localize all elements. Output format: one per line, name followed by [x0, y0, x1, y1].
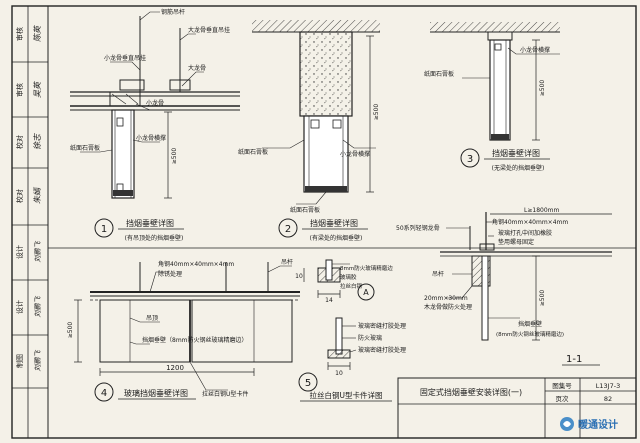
d5-number-circle — [298, 372, 318, 392]
sidebar-sign-2: 吴英 — [33, 81, 42, 98]
d3-number-circle — [460, 148, 480, 168]
d4-number-circle — [94, 382, 114, 402]
d5-title: 拉丝白钢U型卡件详图 — [310, 390, 383, 400]
atlas-label: 图集号 — [552, 381, 572, 390]
d2-number: 2 — [285, 224, 291, 235]
d2-gypsum-board-a: 纸面石膏板 — [238, 148, 268, 156]
d5-dim-10b: 10 — [335, 370, 343, 377]
page-label: 页次 — [556, 394, 570, 403]
detail-2: ≥500 纸面石膏板 小龙骨横撑 纸面石膏板 2 挡烟垂壁详图 (有梁处的挡烟垂… — [238, 20, 380, 242]
sidebar-sign-7: 刘鹏飞 — [34, 350, 42, 372]
d1-small-keel-hanger: 小龙骨垂直吊挂 — [104, 54, 146, 62]
detail-4: 1200 ≥500 角钢40mm×40mm×4mm 除锈处理 吊杆 吊顶 挡烟垂… — [67, 258, 300, 402]
d4-ceiling: 吊顶 — [146, 315, 158, 322]
d5-dim-14: 14 — [325, 297, 333, 304]
d2-subtitle: (有梁处的挡烟垂壁) — [310, 234, 363, 242]
d1-title: 挡烟垂壁详图 — [126, 218, 174, 228]
d2-dim: ≥500 — [373, 104, 380, 121]
signature-sidebar: 审核 陈英 审核 吴英 校对 徐志 校对 朱嫣 设计 刘鹏飞 设计 刘鹏飞 制图… — [11, 5, 49, 439]
sidebar-sign-6: 刘鹏飞 — [34, 296, 42, 318]
d1-small-keel: 小龙骨 — [146, 99, 164, 107]
d1-subtitle: (有吊顶处的挡烟垂壁) — [125, 234, 184, 242]
d11-wall-glass-note: (8mm防火钢丝玻璃精磨边) — [496, 330, 564, 338]
d1-large-keel-hanger: 大龙骨垂直吊挂 — [188, 26, 230, 34]
d4-dim-span: 1200 — [166, 364, 184, 372]
sidebar-label-5: 设计 — [15, 245, 24, 259]
d3-small-keel-brace: 小龙骨横撑 — [520, 46, 550, 54]
d5-fire-glass: 防火玻璃 — [358, 334, 382, 342]
d2-number-circle — [278, 218, 298, 238]
d3-title: 挡烟垂壁详图 — [492, 148, 540, 158]
d5-steel-u: 拉丝白钢 — [340, 282, 363, 290]
d5-number: 5 — [305, 378, 311, 389]
d11-bolt: 垫用螺母固定 — [498, 238, 534, 246]
sidebar-sign-1: 陈英 — [33, 25, 42, 42]
d4-dim-height: ≥500 — [67, 322, 74, 339]
d11-wood-keel: 20mm×30mm — [424, 295, 468, 302]
atlas-value: L13J7-3 — [596, 382, 620, 390]
sidebar-label-4: 校对 — [15, 189, 24, 203]
d1-number-circle — [94, 218, 114, 238]
sidebar-label-1: 审核 — [15, 27, 24, 41]
sidebar-label-6: 设计 — [15, 300, 24, 314]
d11-number: 1-1 — [566, 354, 582, 365]
d11-rod: 吊杆 — [432, 270, 444, 278]
d4-title: 玻璃挡烟垂壁详图 — [124, 388, 188, 398]
d5-glass-glue: 玻璃密缝打胶处理 — [358, 322, 406, 330]
d2-small-keel-brace: 小龙骨横撑 — [340, 150, 370, 158]
detail-3: ≥500 小龙骨横撑 纸面石膏板 3 挡烟垂壁详图 (无梁处的挡烟垂壁) — [424, 22, 560, 172]
d5-glass-8mm: 8mm防火玻璃精磨边 — [340, 264, 393, 272]
d4-hanger-rod: 吊杆 — [281, 258, 293, 266]
d5-section-mark: A — [363, 288, 369, 297]
d5-section-circle — [357, 283, 375, 301]
d3-gypsum-board: 纸面石膏板 — [424, 70, 454, 78]
d11-dim-height: ≥500 — [539, 290, 546, 307]
d11-angle-steel: 角钢40mm×40mm×4mm — [492, 218, 568, 226]
d11-series-keel: 50系列轻钢龙骨 — [396, 224, 440, 232]
d3-subtitle: (无梁处的挡烟垂壁) — [492, 164, 545, 172]
sidebar-label-3: 校对 — [15, 135, 24, 149]
d2-gypsum-board-b: 纸面石膏板 — [290, 206, 320, 214]
d3-dim: ≥500 — [539, 80, 546, 97]
d1-number: 1 — [101, 224, 107, 235]
d11-wood-treat: 木龙骨做防火处理 — [424, 303, 472, 311]
d4-rust: 除锈处理 — [158, 270, 182, 278]
detail-1: ≥500 钢筋吊杆 大龙骨垂直吊挂 小龙骨垂直吊挂 大龙骨 小龙骨 小龙骨横撑 … — [70, 8, 240, 242]
sidebar-label-7: 制图 — [15, 354, 24, 368]
d1-steel-rod: 钢筋吊杆 — [161, 8, 185, 16]
detail-1-1: L≥1800mm ≥500 50系列轻钢龙骨 角钢40mm×40mm×4mm 玻… — [396, 207, 612, 366]
title-block: 固定式挡烟垂壁安装详图(一) 图集号 L13J7-3 页次 82 — [397, 377, 637, 439]
d1-small-keel-brace: 小龙骨横撑 — [136, 134, 166, 142]
watermark-text: 暖通设计 — [578, 418, 618, 431]
d1-gypsum-board: 纸面石膏板 — [70, 144, 100, 152]
sidebar-sign-5: 刘鹏飞 — [34, 241, 42, 263]
d11-dim-top: L≥1800mm — [524, 207, 559, 214]
d5-dim-10: 10 — [295, 273, 303, 280]
watermark: 暖通设计 — [560, 417, 618, 431]
d5-glass-glue-b: 玻璃密缝打胶处理 — [358, 346, 406, 354]
d11-wall-glass: 挡烟垂壁 — [518, 320, 542, 328]
d4-angle-steel: 角钢40mm×40mm×4mm — [158, 260, 234, 268]
d3-number: 3 — [467, 154, 473, 165]
d4-u-clip: 拉丝白钢U型卡件 — [202, 390, 248, 398]
d4-number: 4 — [101, 388, 107, 399]
d5-glue: 玻璃胶 — [340, 273, 357, 281]
d1-dim: ≥500 — [171, 148, 178, 165]
d1-large-keel: 大龙骨 — [188, 64, 206, 72]
d4-smoke-wall: 挡烟垂壁（8mm防火钢丝玻璃精磨边） — [142, 336, 248, 344]
d2-title: 挡烟垂壁详图 — [310, 218, 358, 228]
sidebar-sign-4: 朱嫣 — [33, 186, 42, 204]
detail-5: 10 14 A 8mm防火玻璃精磨边 玻璃胶 拉丝白钢 10 玻璃密缝打胶处理 … — [295, 259, 406, 402]
page-value: 82 — [604, 395, 612, 403]
sidebar-label-2: 审核 — [15, 83, 24, 97]
sidebar-sign-3: 徐志 — [33, 133, 42, 150]
title-block-title: 固定式挡烟垂壁安装详图(一) — [420, 387, 522, 397]
d11-glass-fix: 玻璃打孔中间加橡胶 — [498, 229, 552, 237]
